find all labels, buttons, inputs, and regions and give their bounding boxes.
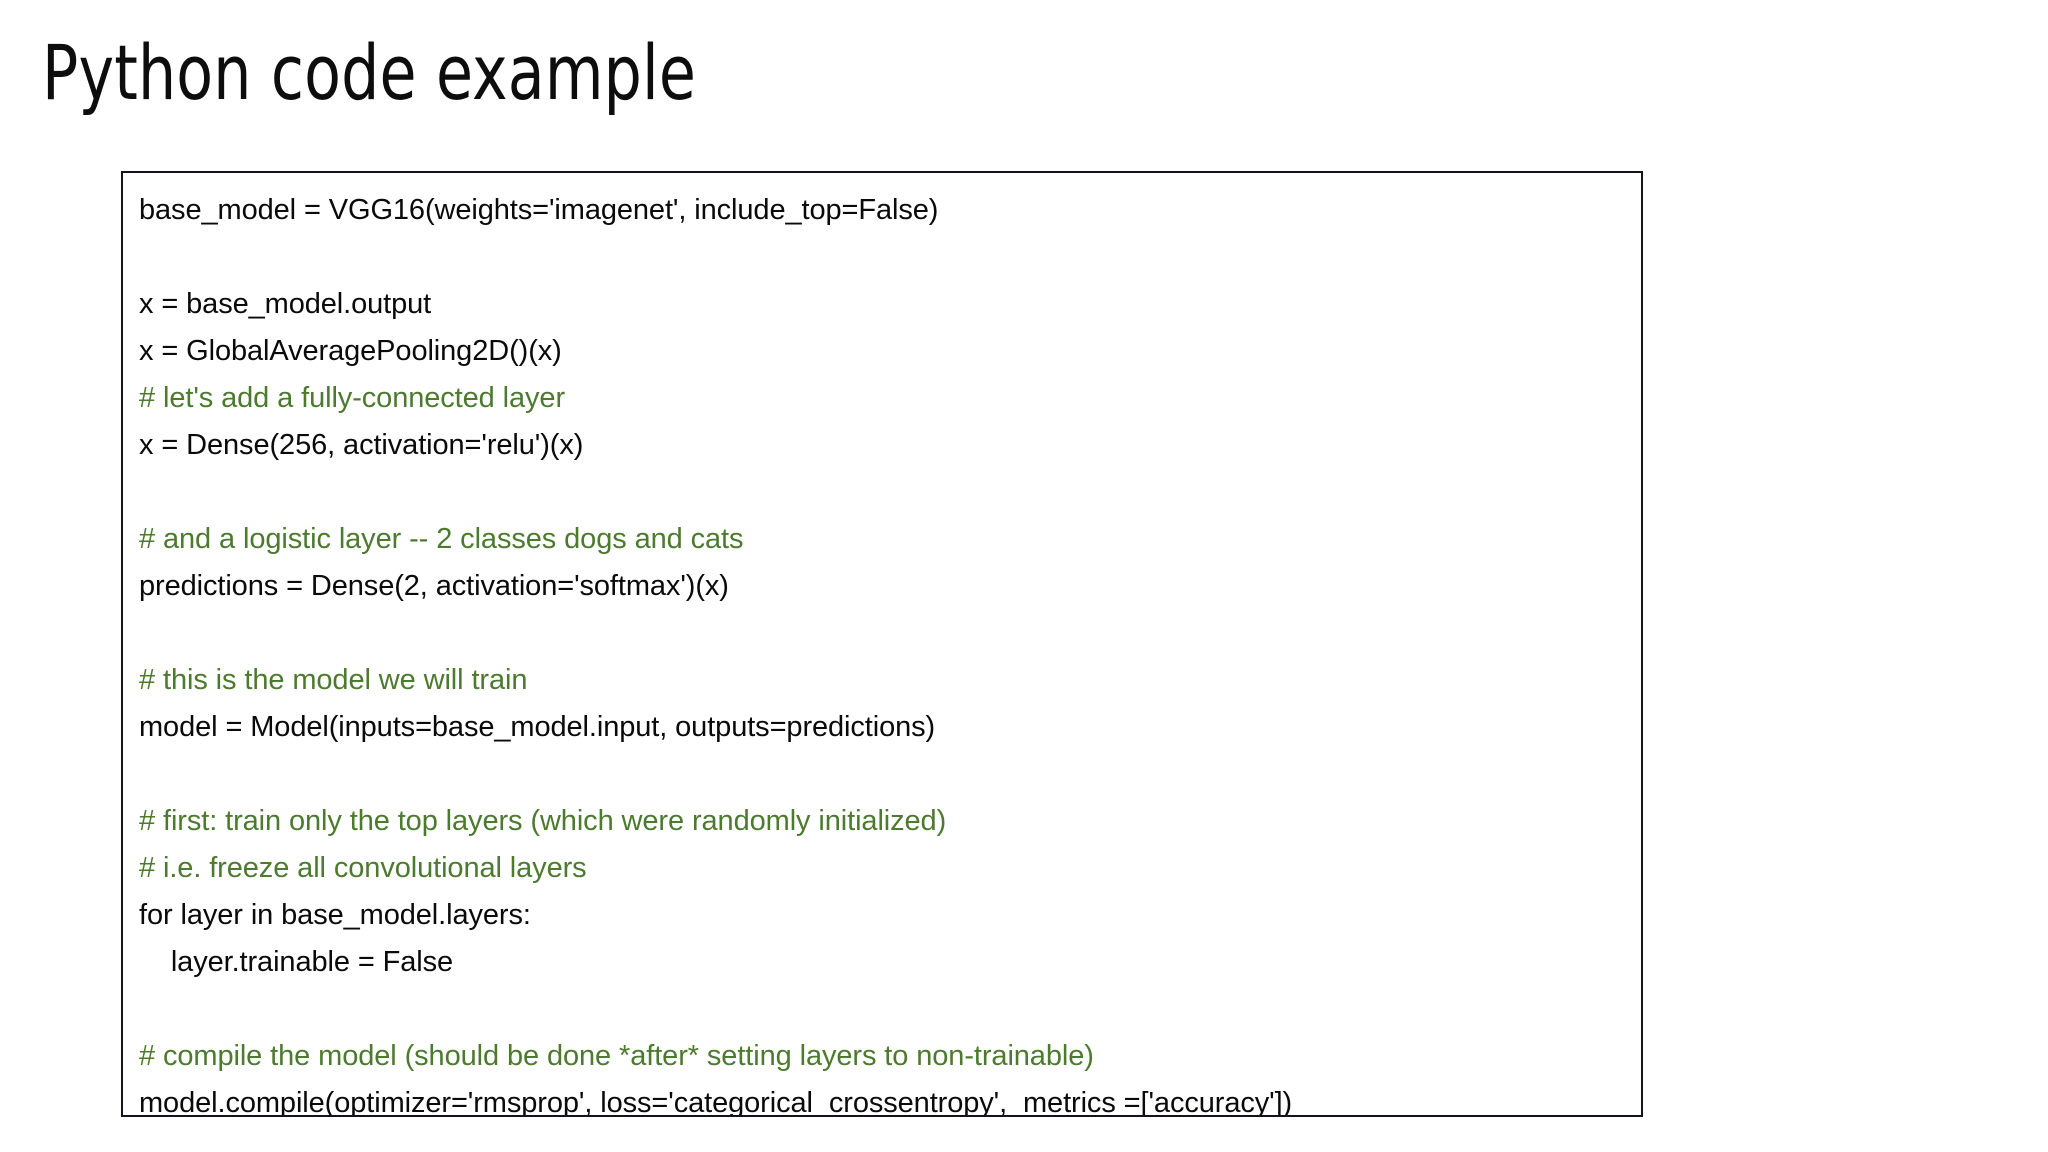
code-comment-line: # and a logistic layer -- 2 classes dogs… (139, 523, 744, 555)
code-comment-line: # i.e. freeze all convolutional layers (139, 852, 587, 884)
code-line: x = GlobalAveragePooling2D()(x) (139, 335, 562, 367)
code-block: base_model = VGG16(weights='imagenet', i… (121, 171, 1643, 1117)
code-line: model = Model(inputs=base_model.input, o… (139, 711, 936, 743)
code-blank-line (139, 986, 1625, 1033)
code-line: predictions = Dense(2, activation='softm… (139, 570, 729, 602)
code-blank-line (139, 234, 1625, 281)
code-blank-line (139, 751, 1625, 798)
code-blank-line (139, 610, 1625, 657)
page-title: Python code example (42, 28, 697, 117)
code-comment-line: # compile the model (should be done *aft… (139, 1040, 1094, 1072)
code-line: model.compile(optimizer='rmsprop', loss=… (139, 1087, 1293, 1117)
code-line: layer.trainable = False (139, 946, 454, 978)
code-line: x = base_model.output (139, 288, 432, 320)
code-line: for layer in base_model.layers: (139, 899, 531, 931)
code-lines-container: base_model = VGG16(weights='imagenet', i… (139, 187, 1625, 1117)
code-blank-line (139, 469, 1625, 516)
code-comment-line: # let's add a fully-connected layer (139, 382, 566, 414)
code-line: x = Dense(256, activation='relu')(x) (139, 429, 584, 461)
code-line: base_model = VGG16(weights='imagenet', i… (139, 194, 939, 226)
code-comment-line: # first: train only the top layers (whic… (139, 805, 947, 837)
code-comment-line: # this is the model we will train (139, 664, 528, 696)
